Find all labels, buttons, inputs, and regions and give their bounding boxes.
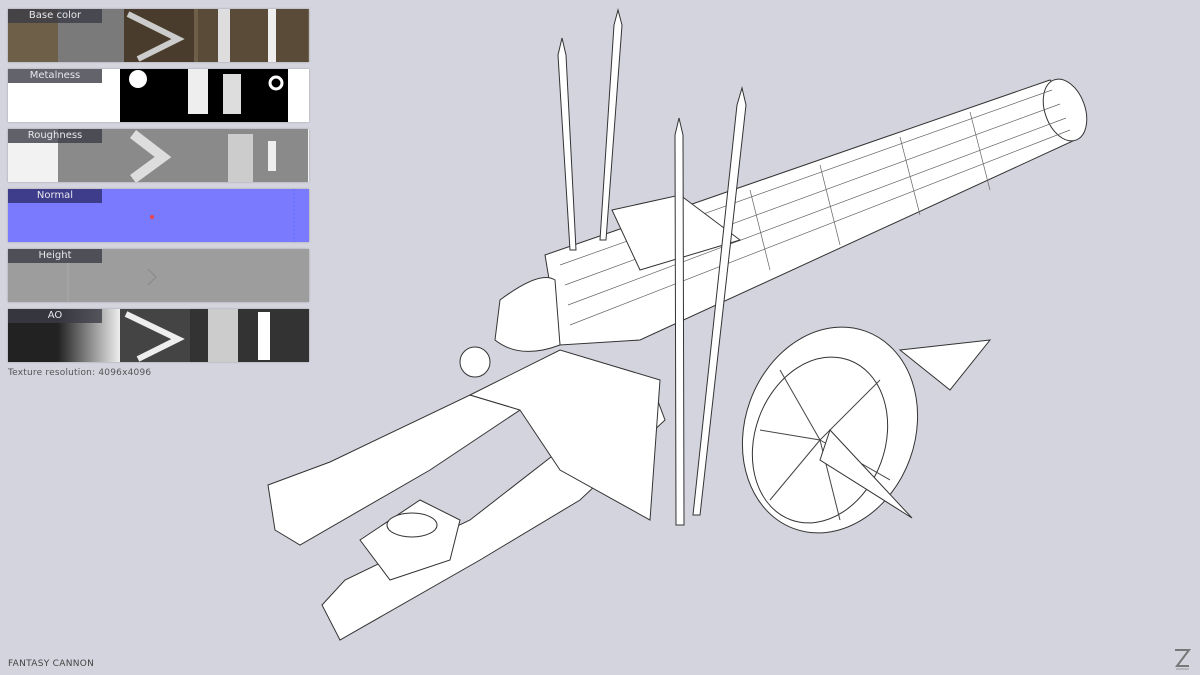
carriage-trail	[267, 349, 666, 641]
texture-map-normal: Normal	[8, 189, 309, 242]
brand-logo	[1175, 649, 1191, 670]
metalness-thumbnail	[8, 69, 309, 122]
spears	[557, 8, 747, 526]
texture-map-label: Normal	[8, 189, 102, 203]
texture-map-base-color: Base color	[8, 9, 309, 62]
texture-map-metalness: Metalness	[8, 69, 309, 122]
cannon-wheel	[741, 326, 992, 534]
texture-map-label: Metalness	[8, 69, 102, 83]
texture-map-label: Roughness	[8, 129, 102, 143]
model-title: FANTASY CANNON	[8, 659, 95, 669]
cannon-barrel	[459, 78, 1088, 378]
texture-map-label: Height	[8, 249, 102, 263]
roughness-thumbnail	[8, 129, 309, 182]
texture-map-label: Base color	[8, 9, 102, 23]
texture-map-roughness: Roughness	[8, 129, 309, 182]
texture-resolution-label: Texture resolution: 4096x4096	[8, 368, 152, 378]
texture-map-label: AO	[8, 309, 102, 323]
texture-map-height: Height	[8, 249, 309, 302]
texture-map-ao: AO	[8, 309, 309, 362]
